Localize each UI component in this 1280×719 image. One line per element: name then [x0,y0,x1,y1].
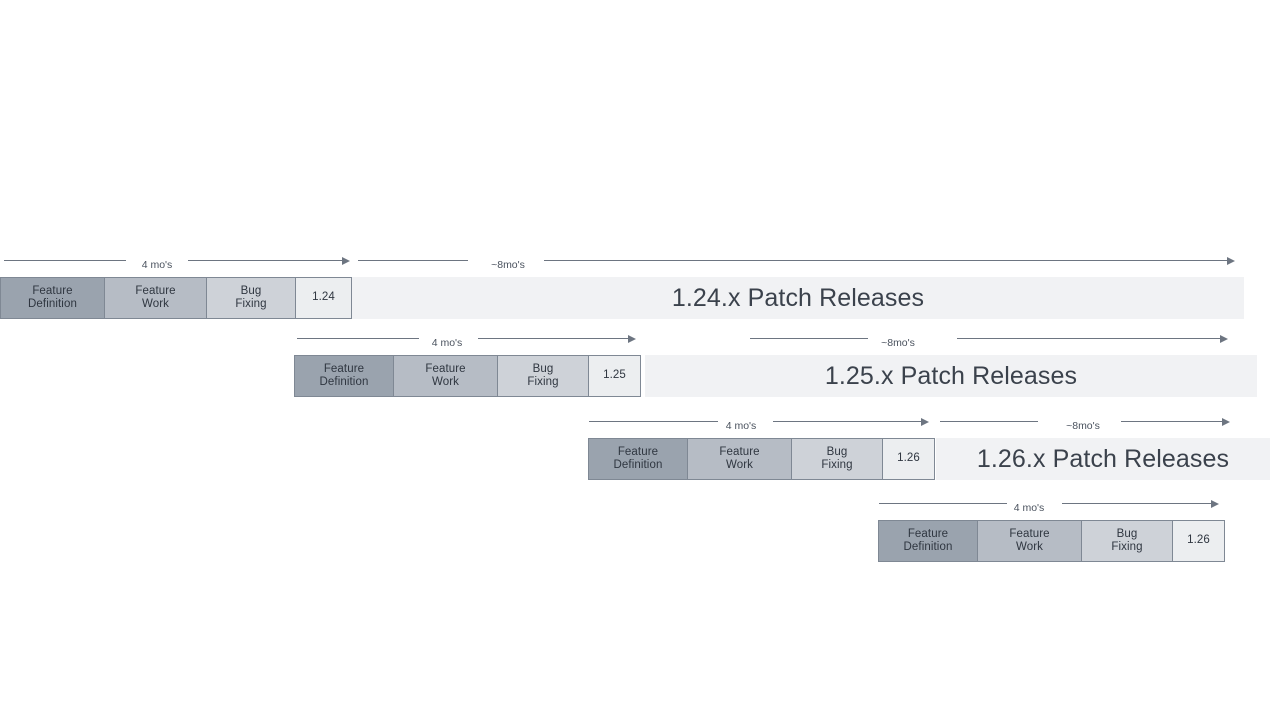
dimension-label-patch: ~8mo's [1066,420,1100,432]
phase-track-1-26: Feature Definition Feature Work Bug Fixi… [588,438,935,480]
dimension-line-left [879,503,1007,504]
dimension-arrow-dev-1-25: 4 mo's [297,328,645,350]
dimension-arrow-dev-1-24: 4 mo's [4,250,352,272]
dimension-line-left [940,421,1038,422]
dimension-arrowhead-dev [628,334,636,343]
dimension-arrow-dev-1-26-next: 4 mo's [879,493,1227,515]
phase-bug-fixing[interactable]: Bug Fixing [497,355,589,397]
dimension-line-left [297,338,419,339]
dimension-arrowhead-patch [1220,334,1228,343]
dimension-line-left [589,421,718,422]
dimension-label-patch: ~8mo's [881,337,915,349]
dimension-arrowhead-patch [1222,417,1230,426]
dimension-arrowhead-dev [342,256,350,265]
dimension-line-right [773,421,923,422]
dimension-label-dev: 4 mo's [141,259,173,271]
phase-feature-work[interactable]: Feature Work [687,438,792,480]
phase-feature-definition[interactable]: Feature Definition [588,438,688,480]
phase-version-tag[interactable]: 1.26 [1172,520,1225,562]
phase-track-1-26-next: Feature Definition Feature Work Bug Fixi… [878,520,1225,562]
dimension-arrow-patch-1-26: ~8mo's [940,411,1238,433]
dimension-label-dev: 4 mo's [1013,502,1045,514]
patch-release-banner-label: 1.26.x Patch Releases [976,444,1230,473]
phase-version-tag[interactable]: 1.25 [588,355,641,397]
dimension-line-right [1121,421,1225,422]
phase-bug-fixing[interactable]: Bug Fixing [1081,520,1173,562]
dimension-label-dev: 4 mo's [431,337,463,349]
patch-release-banner-1-25: 1.25.x Patch Releases [645,355,1257,397]
dimension-arrow-patch-1-24: ~8mo's [358,250,1238,272]
dimension-arrow-patch-1-25: ~8mo's [750,328,1238,350]
dimension-arrow-dev-1-26: 4 mo's [589,411,937,433]
patch-release-banner-label: 1.24.x Patch Releases [671,283,925,312]
dimension-line-right [544,260,1230,261]
dimension-line-right [188,260,344,261]
phase-track-1-25: Feature Definition Feature Work Bug Fixi… [294,355,641,397]
phase-version-tag[interactable]: 1.26 [882,438,935,480]
patch-release-banner-1-24: 1.24.x Patch Releases [352,277,1244,319]
phase-bug-fixing[interactable]: Bug Fixing [791,438,883,480]
phase-version-tag[interactable]: 1.24 [295,277,352,319]
dimension-line-right [957,338,1223,339]
patch-release-banner-label: 1.25.x Patch Releases [824,361,1078,390]
phase-feature-definition[interactable]: Feature Definition [294,355,394,397]
dimension-arrowhead-dev [921,417,929,426]
phase-feature-definition[interactable]: Feature Definition [878,520,978,562]
patch-release-banner-1-26: 1.26.x Patch Releases [936,438,1270,480]
dimension-label-patch: ~8mo's [491,259,525,271]
phase-bug-fixing[interactable]: Bug Fixing [206,277,296,319]
phase-feature-definition[interactable]: Feature Definition [0,277,105,319]
dimension-arrowhead-patch [1227,256,1235,265]
phase-feature-work[interactable]: Feature Work [393,355,498,397]
dimension-line-left [4,260,126,261]
dimension-line-right [478,338,630,339]
dimension-label-dev: 4 mo's [725,420,757,432]
dimension-line-left [750,338,868,339]
dimension-line-right [1062,503,1214,504]
dimension-line-left [358,260,468,261]
dimension-arrowhead-dev [1211,499,1219,508]
phase-feature-work[interactable]: Feature Work [977,520,1082,562]
phase-track-1-24: Feature Definition Feature Work Bug Fixi… [0,277,352,319]
phase-feature-work[interactable]: Feature Work [104,277,207,319]
